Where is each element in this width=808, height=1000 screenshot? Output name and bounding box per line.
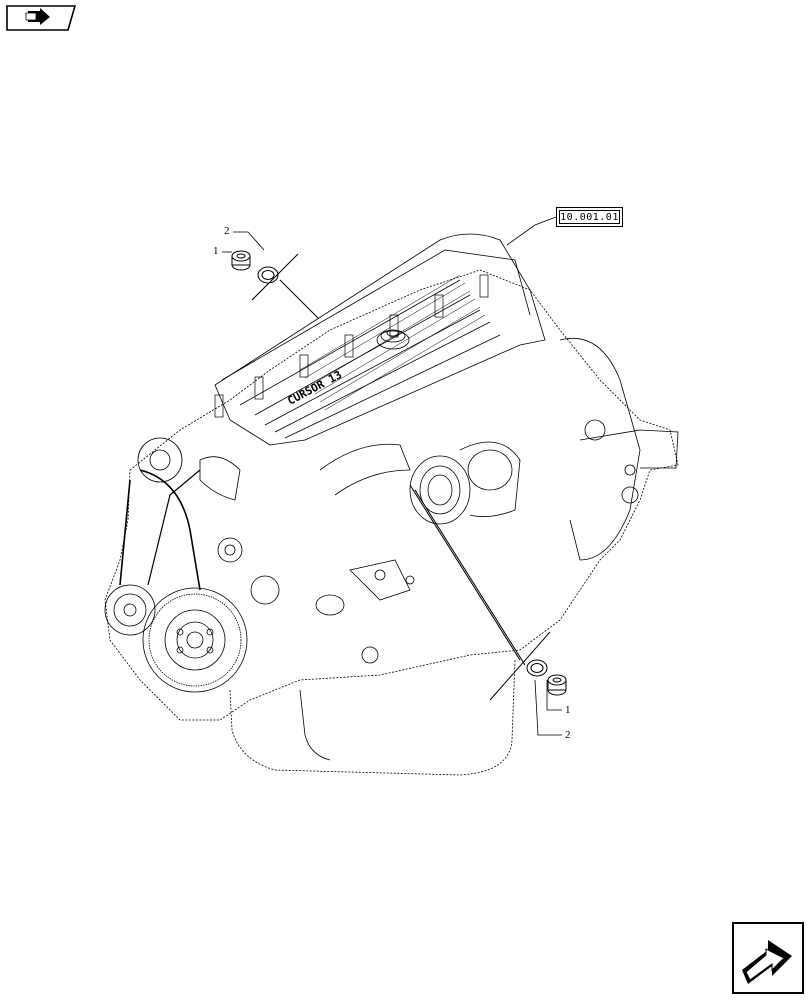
engine-block: [104, 269, 679, 721]
callout-bottom-item-2: 2: [565, 729, 571, 741]
washer-bottom: [526, 659, 548, 677]
crank-pulley: [142, 587, 248, 693]
turbocharger: [409, 455, 471, 525]
plug-top: [231, 250, 251, 271]
washer-top: [257, 266, 279, 284]
oil-filler-cap: [376, 330, 410, 350]
book-arrow-icon: [6, 5, 77, 31]
fan-pulley: [104, 584, 156, 636]
leader-top-2: [233, 231, 265, 251]
callout-top-item-1: 1: [213, 245, 219, 257]
leader-reference: [506, 216, 557, 246]
next-page-button[interactable]: [732, 922, 804, 994]
next-page-arrow-icon: [732, 922, 804, 994]
oil-pan: [229, 659, 516, 776]
reference-link-box[interactable]: 10.001.01: [556, 207, 623, 227]
callout-bottom-item-1: 1: [565, 704, 571, 716]
leader-bottom-2: [534, 679, 562, 736]
plug-bottom: [547, 674, 567, 696]
callout-top-item-2: 2: [224, 225, 230, 237]
previous-page-button[interactable]: [6, 5, 77, 31]
drive-belt: [119, 469, 201, 591]
leader-bottom-1: [546, 680, 562, 711]
reference-link-label[interactable]: 10.001.01: [560, 211, 619, 223]
valve-cover: [214, 233, 546, 446]
flywheel-housing: [559, 338, 641, 561]
